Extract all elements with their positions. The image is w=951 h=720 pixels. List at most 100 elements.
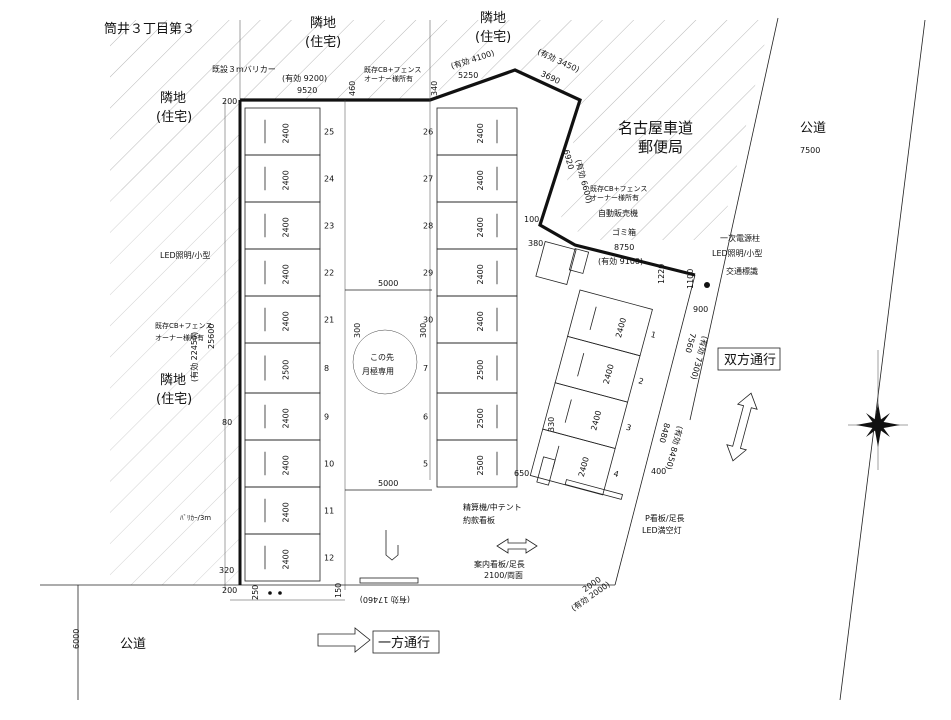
stall-number: 29 bbox=[423, 269, 433, 278]
svg-text:300: 300 bbox=[353, 323, 362, 338]
svg-text:オーナー様所有: オーナー様所有 bbox=[590, 193, 639, 202]
post-office-label: 名古屋車道 郵便局 bbox=[618, 119, 693, 156]
construction-lines bbox=[224, 20, 431, 601]
stall-number: 27 bbox=[423, 175, 433, 184]
parking-stall: 2500 6 bbox=[423, 392, 518, 441]
bollard-dot-2 bbox=[278, 591, 282, 595]
stall-height-label: 2400 bbox=[282, 123, 291, 143]
svg-text:隣地: 隣地 bbox=[480, 10, 506, 26]
one-way-label-box: 一方通行 bbox=[372, 630, 440, 654]
vending-machine bbox=[535, 240, 577, 286]
guide-sign-bar bbox=[359, 577, 419, 584]
svg-text:25600: 25600 bbox=[207, 324, 216, 349]
svg-text:(有効 9200): (有効 9200) bbox=[282, 73, 327, 83]
stall-height-label: 2400 bbox=[282, 455, 291, 475]
svg-text:オーナー様所有: オーナー様所有 bbox=[364, 74, 413, 83]
parking-stall: 2500 8 bbox=[244, 342, 329, 394]
stall-number: 1 bbox=[650, 330, 657, 340]
svg-text:2100/両面: 2100/両面 bbox=[484, 571, 523, 580]
stall-number: 11 bbox=[324, 507, 334, 516]
svg-text:P看板/足長: P看板/足長 bbox=[645, 513, 685, 523]
stall-number: 8 bbox=[324, 364, 329, 373]
stall-height-label: 2500 bbox=[282, 360, 291, 380]
public-road-bottom-label: 公道 bbox=[120, 637, 146, 652]
stall-number: 26 bbox=[423, 128, 433, 137]
svg-text:(有効 17460): (有効 17460) bbox=[360, 595, 410, 605]
svg-text:約款看板: 約款看板 bbox=[463, 515, 495, 525]
stall-height-label: 2400 bbox=[282, 408, 291, 428]
stall-number: 12 bbox=[324, 554, 334, 563]
neighbor-left-upper-label: 隣地 (住宅) bbox=[156, 90, 192, 125]
stall-height-label: 2500 bbox=[476, 408, 485, 428]
stall-number: 25 bbox=[324, 128, 334, 137]
svg-text:100: 100 bbox=[524, 215, 539, 224]
stall-number: 4 bbox=[612, 469, 619, 479]
svg-text:オーナー様所有: オーナー様所有 bbox=[155, 333, 204, 342]
svg-text:この先: この先 bbox=[370, 352, 394, 362]
svg-text:8480: 8480 bbox=[657, 422, 671, 444]
public-road-right-edges bbox=[689, 17, 926, 701]
svg-text:1100: 1100 bbox=[686, 269, 695, 289]
svg-text:8750: 8750 bbox=[614, 243, 634, 252]
stall-number: 6 bbox=[423, 413, 428, 422]
stall-number: 5 bbox=[423, 460, 428, 469]
two-way-label-box: 双方通行 bbox=[717, 347, 781, 371]
svg-text:隣地: 隣地 bbox=[310, 15, 336, 31]
neighbor-left-lower-label: 隣地 (住宅) bbox=[156, 372, 192, 407]
stall-height-label: 2400 bbox=[282, 170, 291, 190]
svg-text:(有効 22450): (有効 22450) bbox=[189, 332, 199, 382]
pole-note: 一次電源柱 bbox=[720, 233, 760, 243]
stall-number: 2 bbox=[637, 376, 644, 386]
stall-number: 24 bbox=[324, 175, 334, 184]
svg-text:既存CB+フェンス: 既存CB+フェンス bbox=[590, 184, 647, 193]
svg-text:9520: 9520 bbox=[297, 86, 317, 95]
svg-text:双方通行: 双方通行 bbox=[724, 352, 776, 368]
stall-height-label: 2400 bbox=[577, 456, 591, 478]
traffic-sign-note: 交通標識 bbox=[726, 266, 758, 276]
svg-text:380: 380 bbox=[528, 239, 543, 248]
trash-note: ゴミ箱 bbox=[612, 227, 636, 237]
stall-height-label: 2500 bbox=[476, 360, 485, 380]
p-sign-bar bbox=[564, 479, 624, 500]
cb-fence-right-note: 既存CB+フェンス オーナー様所有 bbox=[590, 184, 647, 202]
stall-number: 10 bbox=[324, 460, 334, 469]
svg-text:隣地: 隣地 bbox=[160, 90, 186, 106]
svg-text:名古屋車道: 名古屋車道 bbox=[618, 119, 693, 137]
stall-number: 3 bbox=[625, 423, 632, 433]
svg-text:250: 250 bbox=[251, 585, 260, 600]
stall-height-label: 2400 bbox=[476, 264, 485, 284]
stall-number: 7 bbox=[423, 364, 428, 373]
cb-fence-top-note: 既存CB+フェンス オーナー様所有 bbox=[364, 65, 421, 83]
parking-stall: 2400 29 bbox=[423, 248, 518, 297]
svg-text:80: 80 bbox=[222, 418, 232, 427]
svg-text:460: 460 bbox=[348, 81, 357, 96]
svg-text:400: 400 bbox=[651, 467, 666, 476]
stall-number: 22 bbox=[324, 269, 334, 278]
public-road-right-label: 公道 bbox=[800, 121, 826, 136]
svg-text:一方通行: 一方通行 bbox=[378, 635, 430, 651]
two-way-arrow-horizontal bbox=[496, 538, 538, 554]
svg-text:1220: 1220 bbox=[657, 264, 666, 284]
stall-height-label: 2400 bbox=[476, 217, 485, 237]
neighbor-hatch-areas bbox=[110, 20, 770, 585]
address-label: 筒井３丁目第３ bbox=[104, 21, 195, 37]
parking-stall: 2400 24 bbox=[244, 154, 334, 203]
parking-stall: 2400 9 bbox=[244, 392, 329, 441]
parking-stall: 2500 7 bbox=[423, 342, 518, 394]
svg-text:(住宅): (住宅) bbox=[305, 35, 341, 50]
svg-text:月極専用: 月極専用 bbox=[362, 366, 394, 376]
stall-number: 9 bbox=[324, 413, 329, 422]
svg-text:5250: 5250 bbox=[458, 71, 478, 80]
stall-height-label: 2400 bbox=[476, 170, 485, 190]
svg-text:(住宅): (住宅) bbox=[156, 392, 192, 407]
stall-height-label: 2400 bbox=[476, 311, 485, 331]
stall-height-label: 2400 bbox=[282, 264, 291, 284]
barricade-left-note: ﾊﾞﾘｶｰ/3m bbox=[180, 514, 211, 522]
stall-height-label: 2400 bbox=[282, 217, 291, 237]
